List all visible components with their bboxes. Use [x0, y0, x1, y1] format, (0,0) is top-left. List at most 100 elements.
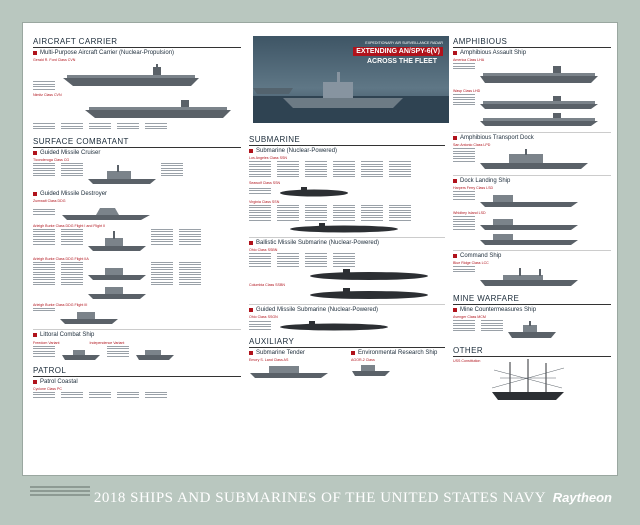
- submarine-columbia-icon: [310, 288, 428, 299]
- ship-list: [33, 228, 83, 255]
- class-independence: Independence Variant: [89, 340, 125, 345]
- red-marker-icon: [33, 51, 37, 55]
- hero-top-line: EXPEDITIONARY AIR SURVEILLANCE RADAR: [365, 41, 443, 45]
- ship-list: [33, 123, 241, 131]
- red-marker-icon: [453, 51, 457, 55]
- right-column: AMPHIBIOUS Amphibious Assault Ship Ameri…: [453, 37, 611, 403]
- ship-list: [151, 228, 201, 255]
- class-seawolf: Seawolf Class SSN: [249, 180, 281, 185]
- class-san-antonio: San Antonio Class LPD: [453, 143, 491, 147]
- subsection-multi-purpose-carrier: Multi-Purpose Aircraft Carrier (Nuclear-…: [33, 50, 241, 56]
- hero-headline: EXTENDING AN/SPY-6(V): [353, 47, 443, 56]
- subsection-guided-missile-submarine: Guided Missile Submarine (Nuclear-Powere…: [249, 304, 445, 313]
- research-ship-icon: [352, 365, 390, 376]
- class-burke-flight-1: Arleigh Burke Class DDG Flight I and Fli…: [33, 223, 106, 228]
- lhd-wasp-icon: [480, 96, 598, 109]
- subsection-submarine-nuclear: Submarine (Nuclear-Powered): [249, 148, 445, 154]
- ship-list: [453, 266, 475, 288]
- red-marker-icon: [249, 351, 253, 355]
- lsd-harpers-ferry-icon: [480, 195, 578, 207]
- sailing-ship-icon: [492, 359, 565, 400]
- carrier-ford-icon: [63, 64, 199, 86]
- subsection-dock-landing-ship: Dock Landing Ship: [453, 175, 611, 184]
- red-marker-icon: [453, 308, 457, 312]
- left-column: AIRCRAFT CARRIER Multi-Purpose Aircraft …: [33, 37, 241, 399]
- class-burke-flight-3: Arleigh Burke Class DDG Flight III: [33, 302, 88, 307]
- ship-list: [33, 81, 55, 91]
- section-auxiliary: AUXILIARY: [249, 337, 445, 348]
- class-columbia: Columbia Class SSBN: [249, 283, 285, 287]
- section-mine-warfare: MINE WARFARE: [453, 294, 611, 305]
- ship-list: [453, 320, 503, 340]
- subsection-ballistic-missile-submarine: Ballistic Missile Submarine (Nuclear-Pow…: [249, 237, 445, 246]
- section-other: OTHER: [453, 346, 611, 357]
- ship-list: [453, 94, 475, 129]
- section-surface-combatant: SURFACE COMBATANT: [33, 137, 241, 148]
- class-ford: Gerald R. Ford Class CVN: [33, 58, 76, 62]
- class-wasp: Wasp Class LHD: [453, 89, 481, 93]
- subsection-guided-missile-cruiser: Guided Missile Cruiser: [33, 150, 241, 156]
- ship-list: [161, 162, 183, 187]
- lcs-freedom-icon: [62, 349, 100, 360]
- hero-banner: EXPEDITIONARY AIR SURVEILLANCE RADAR EXT…: [253, 36, 449, 123]
- class-agor: AGOR-2 Class: [351, 358, 375, 362]
- lha-america-icon: [480, 66, 598, 83]
- ship-list: [249, 321, 271, 331]
- red-marker-icon: [33, 191, 37, 196]
- ship-list: [249, 187, 271, 196]
- submarine-ohio-icon: [310, 269, 428, 280]
- class-nimitz: Nimitz Class CVN: [33, 93, 62, 97]
- ship-list: [107, 345, 129, 362]
- section-patrol: PATROL: [33, 366, 241, 377]
- subsection-patrol-coastal: Patrol Coastal: [33, 379, 241, 385]
- ship-list: [33, 345, 55, 362]
- cruiser-icon: [88, 164, 156, 184]
- ship-list: [249, 204, 445, 223]
- ship-list: [33, 261, 83, 301]
- subsection-command-ship: Command Ship: [453, 250, 611, 259]
- red-marker-icon: [33, 332, 37, 337]
- class-zumwalt: Zumwalt Class DDG: [33, 198, 66, 203]
- middle-column: SUBMARINE Submarine (Nuclear-Powered) Lo…: [249, 135, 445, 380]
- red-marker-icon: [249, 241, 253, 245]
- ship-list: [453, 148, 475, 172]
- section-submarine: SUBMARINE: [249, 135, 445, 146]
- lhd-wasp-icon: [480, 113, 598, 126]
- ship-list: [453, 216, 475, 247]
- class-avenger: Avenger Class MCM: [453, 315, 486, 319]
- subsection-mine-countermeasures-ship: Mine Countermeasures Ship: [453, 307, 611, 313]
- class-harpers-ferry: Harpers Ferry Class LSD: [453, 186, 494, 190]
- destroyer-burke-2a-icon: [88, 286, 146, 299]
- red-marker-icon: [33, 379, 37, 384]
- lsd-whidbey-island-icon: [480, 219, 578, 230]
- class-freedom: Freedom Variant: [33, 340, 60, 345]
- ship-list: [33, 307, 55, 326]
- poster: AIRCRAFT CARRIER Multi-Purpose Aircraft …: [22, 22, 618, 476]
- subsection-littoral-combat-ship: Littoral Combat Ship: [33, 328, 241, 338]
- ship-list: [33, 391, 241, 400]
- brand-logo: Raytheon: [552, 490, 612, 505]
- class-cyclone: Cyclone Class PC: [33, 386, 62, 391]
- lcs-independence-icon: [136, 349, 174, 360]
- destroyer-zumwalt-icon: [62, 207, 150, 220]
- ship-list: [33, 208, 55, 217]
- subsection-environmental-research-ship: Environmental Research Ship: [351, 350, 445, 356]
- subsection-amphibious-transport-dock: Amphibious Transport Dock: [453, 132, 611, 141]
- ship-list: [453, 63, 475, 87]
- carrier-nimitz-icon: [85, 100, 231, 118]
- subsection-guided-missile-destroyer: Guided Missile Destroyer: [33, 191, 241, 197]
- red-marker-icon: [351, 351, 355, 355]
- lpd-san-antonio-icon: [480, 149, 588, 169]
- class-virginia: Virginia Class SSN: [249, 199, 280, 204]
- destroyer-burke-3-icon: [60, 311, 118, 324]
- destroyer-burke-icon: [88, 230, 146, 251]
- poster-title: 2018 SHIPS AND SUBMARINES OF THE UNITED …: [93, 490, 547, 506]
- submarine-virginia-icon: [290, 223, 398, 233]
- class-los-angeles: Los Angeles Class SSN: [249, 156, 287, 160]
- submarine-seawolf-icon: [280, 186, 348, 196]
- ship-list: [453, 191, 475, 209]
- class-ticonderoga: Ticonderoga Class CG: [33, 157, 70, 162]
- submarine-ssgn-icon: [280, 321, 388, 331]
- section-aircraft-carrier: AIRCRAFT CARRIER: [33, 37, 241, 48]
- ship-list: [249, 161, 445, 179]
